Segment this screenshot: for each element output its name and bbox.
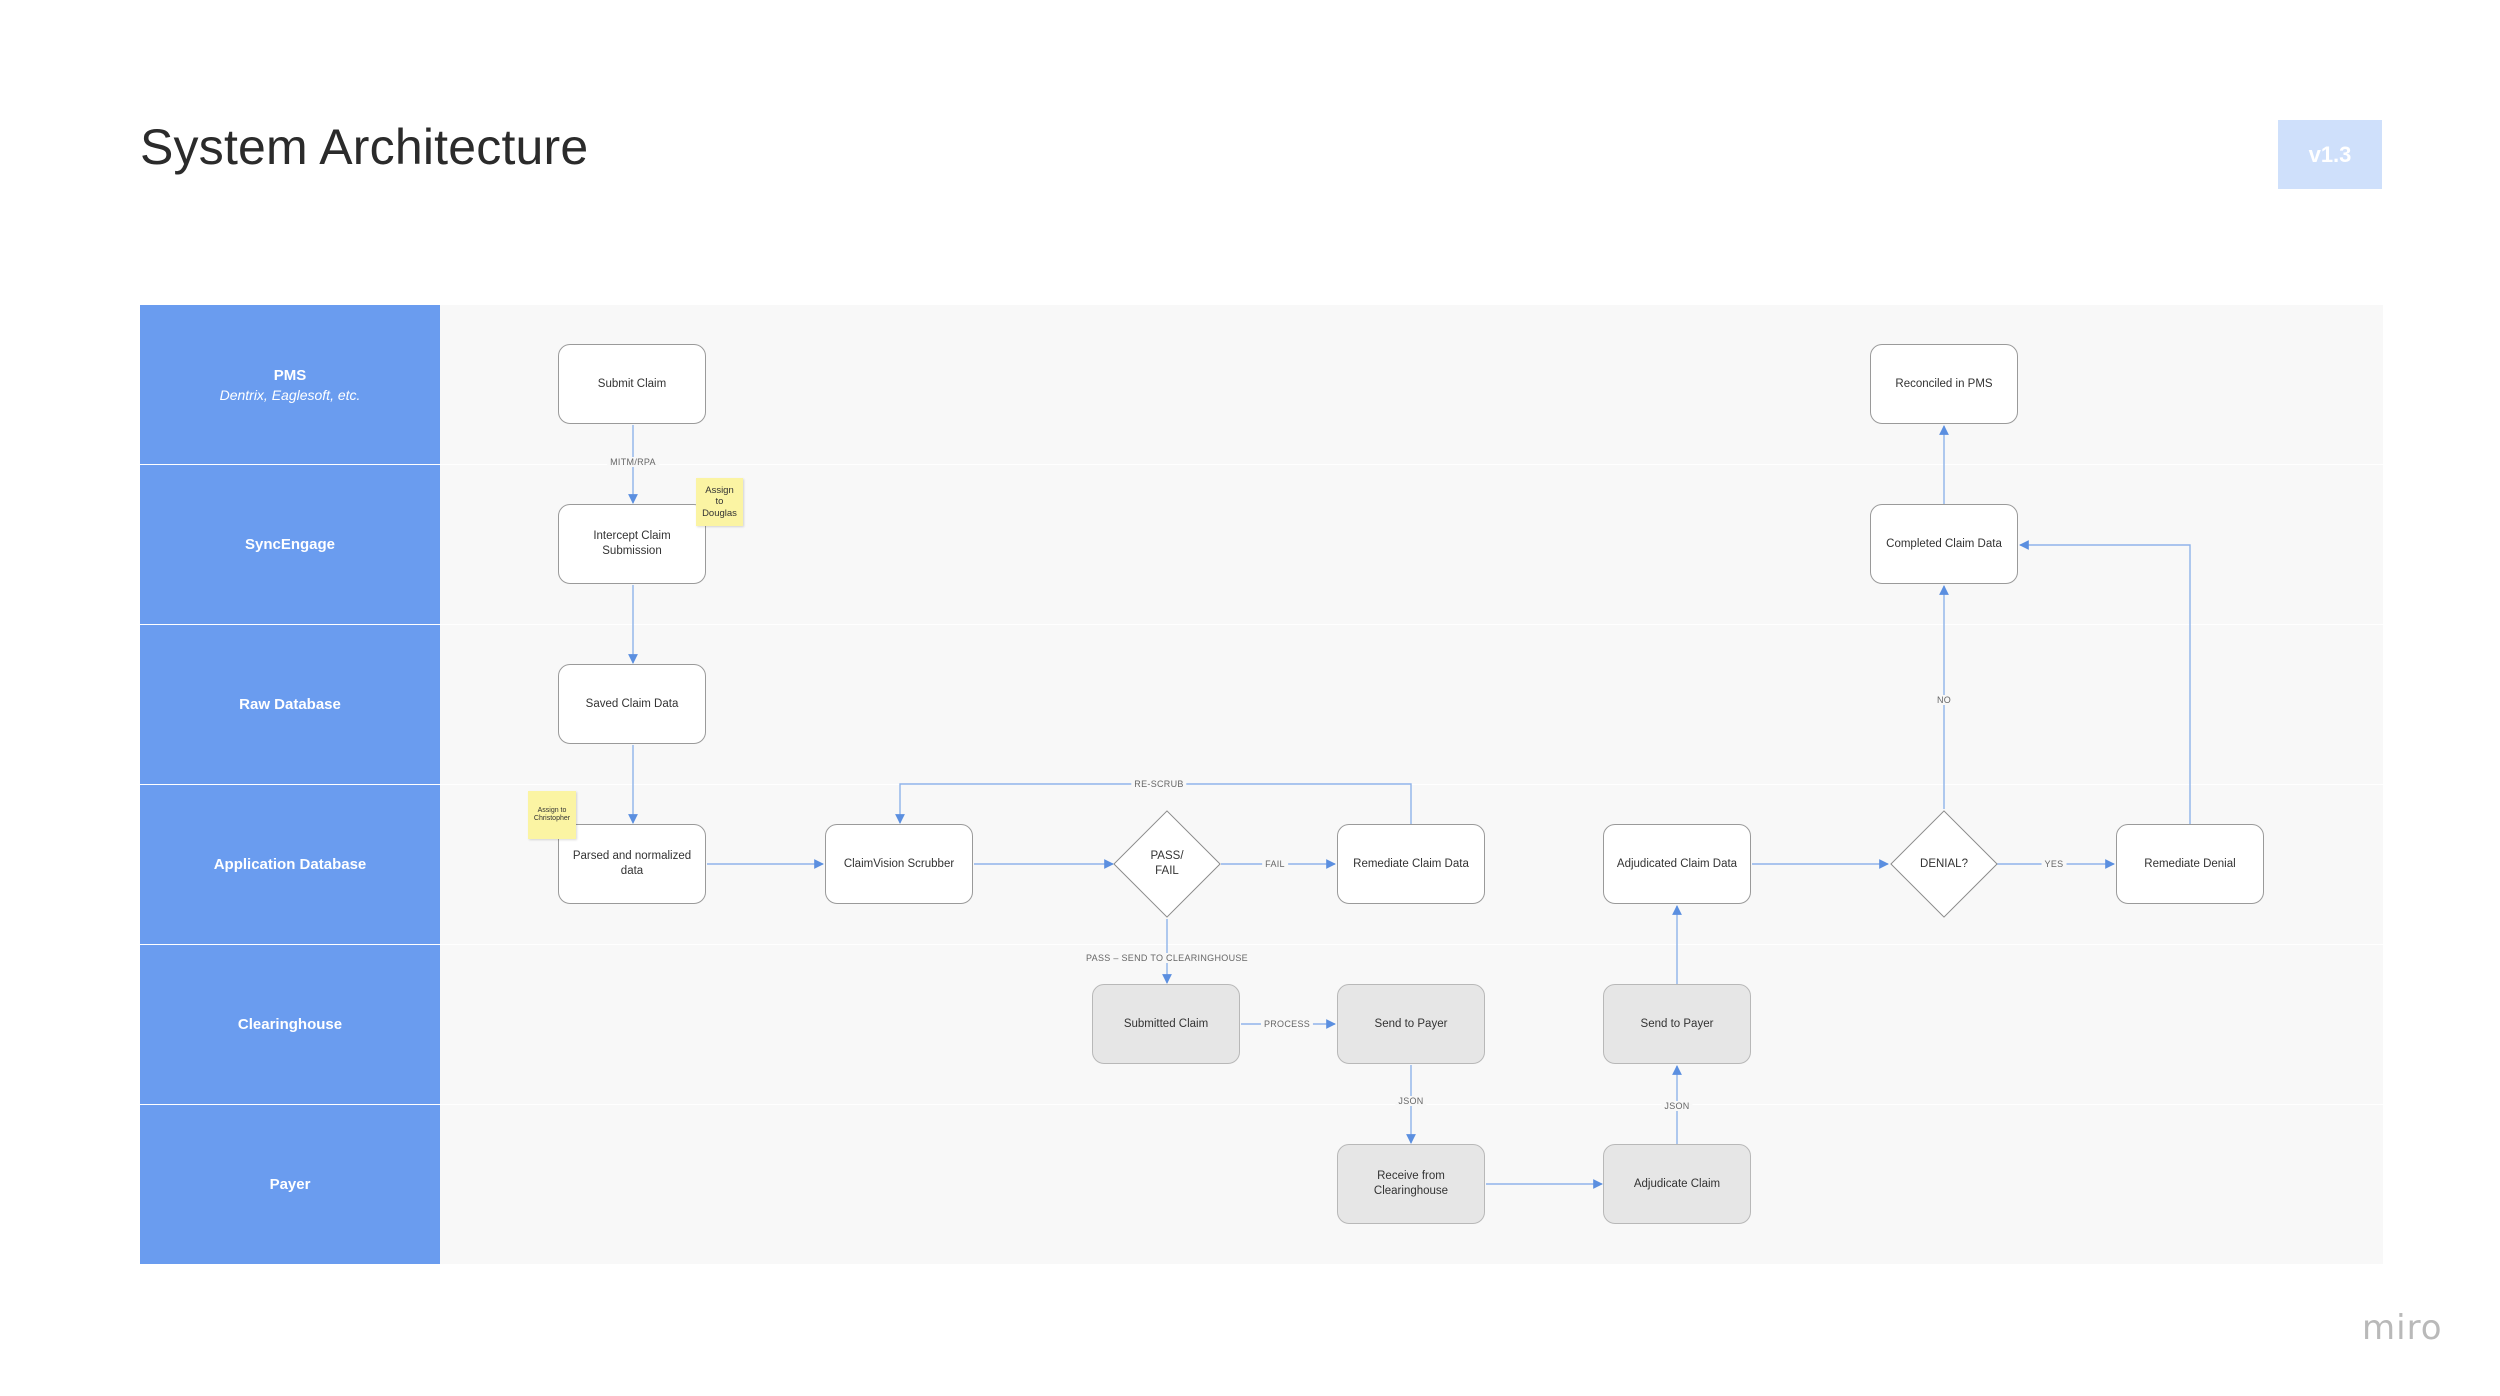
node-remediate-denial[interactable]: Remediate Denial <box>2116 824 2264 904</box>
lane-title: PMS <box>273 366 307 384</box>
edge-label-json-down: JSON <box>1395 1096 1427 1106</box>
lane-header-payer: Payer <box>140 1105 440 1264</box>
edge-label-process: PROCESS <box>1260 1019 1314 1029</box>
node-reconciled-in-pms[interactable]: Reconciled in PMS <box>1870 344 2018 424</box>
connector-layer <box>628 425 2191 1189</box>
decision-denial[interactable]: DENIAL? <box>1889 809 1999 919</box>
decision-label: PASS/ FAIL <box>1150 850 1184 877</box>
node-send-to-payer-2[interactable]: Send to Payer <box>1603 984 1751 1064</box>
miro-logo: miro <box>2362 1308 2443 1348</box>
lane-header-application-database: Application Database <box>140 785 440 944</box>
edge-label-no: NO <box>1933 695 1955 705</box>
node-submit-claim[interactable]: Submit Claim <box>558 344 706 424</box>
node-claimvision-scrubber[interactable]: ClaimVision Scrubber <box>825 824 973 904</box>
node-completed-claim-data[interactable]: Completed Claim Data <box>1870 504 2018 584</box>
edge-label-json-up: JSON <box>1661 1101 1693 1111</box>
node-receive-from-clearinghouse[interactable]: Receive from Clearinghouse <box>1337 1144 1485 1224</box>
lane-header-clearinghouse: Clearinghouse <box>140 945 440 1104</box>
decision-label: DENIAL? <box>1920 857 1968 870</box>
node-saved-claim-data[interactable]: Saved Claim Data <box>558 664 706 744</box>
swimlane-diagram: PMS Dentrix, Eaglesoft, etc. SyncEngage … <box>140 305 2383 1264</box>
lane-title: Clearinghouse <box>237 1016 343 1033</box>
lane-title: SyncEngage <box>244 536 336 553</box>
lane-title: Raw Database <box>239 696 341 713</box>
decision-pass-fail[interactable]: PASS/ FAIL <box>1112 809 1222 919</box>
edge-label-re-scrub: RE-SCRUB <box>1131 779 1187 789</box>
lane-background <box>440 305 2383 464</box>
lane-title: Application Database <box>213 856 367 873</box>
lane-title: Payer <box>269 1176 311 1193</box>
lane-header-raw-database: Raw Database <box>140 625 440 784</box>
node-remediate-claim-data[interactable]: Remediate Claim Data <box>1337 824 1485 904</box>
node-intercept-claim-submission[interactable]: Intercept Claim Submission <box>558 504 706 584</box>
lane-header-syncengage: SyncEngage <box>140 465 440 624</box>
edge-label-mitm-rpa: MITM/RPA <box>607 457 659 467</box>
edge-label-fail: FAIL <box>1262 859 1288 869</box>
lane-header-pms: PMS Dentrix, Eaglesoft, etc. <box>140 305 440 464</box>
node-adjudicate-claim[interactable]: Adjudicate Claim <box>1603 1144 1751 1224</box>
node-parsed-normalized-data[interactable]: Parsed and normalized data <box>558 824 706 904</box>
sticky-note-assign-christopher[interactable]: Assign to Christopher <box>528 791 576 839</box>
lane-subtitle: Dentrix, Eaglesoft, etc. <box>219 386 361 403</box>
sticky-note-assign-douglas[interactable]: Assign to Douglas <box>696 478 743 526</box>
lane-background <box>440 625 2383 784</box>
node-adjudicated-claim-data[interactable]: Adjudicated Claim Data <box>1603 824 1751 904</box>
node-send-to-payer-1[interactable]: Send to Payer <box>1337 984 1485 1064</box>
edge-label-yes: YES <box>2041 859 2067 869</box>
lane-pms: PMS Dentrix, Eaglesoft, etc. <box>140 305 2383 464</box>
node-submitted-claim[interactable]: Submitted Claim <box>1092 984 1240 1064</box>
version-badge: v1.3 <box>2278 120 2382 189</box>
edge-label-pass-send: PASS – SEND TO CLEARINGHOUSE <box>1083 953 1251 963</box>
page-title: System Architecture <box>140 119 589 175</box>
lane-raw-database: Raw Database <box>140 625 2383 784</box>
connector-remediatedenial-to-completed <box>2019 540 2191 824</box>
